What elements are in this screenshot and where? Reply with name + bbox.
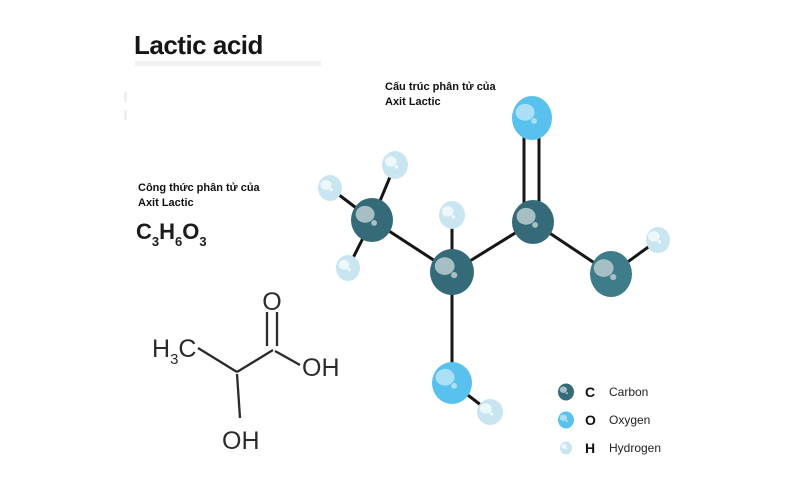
sphere-glint [451,215,456,219]
sphere-highlight [384,156,397,167]
methyl-h: H [152,335,170,363]
atom-hydrogen-4 [439,201,465,229]
atom-hydrogen-6 [477,399,503,425]
sphere-highlight [355,205,375,223]
structure-caption-line2: Axit Lactic [385,96,441,108]
atom-carbon-methyl [351,198,393,242]
carbonyl-oxygen-label: O [262,288,281,316]
sphere-highlight [435,368,455,386]
skeletal-structure: H3C O OH OH [152,288,340,455]
hydrogen-sphere-icon [557,438,577,458]
erased-text-artifact [135,61,321,66]
formula-subscript: 3 [151,234,160,250]
legend-label: Hydrogen [609,441,662,455]
edge-artifact [124,110,127,120]
carbon-sphere-icon [557,382,577,402]
atom-carbon-central [430,249,474,295]
structure-caption-line1: Cấu trúc phân tử của [385,81,496,93]
formula-element: C [136,219,152,244]
atom-hydrogen-1 [382,151,408,179]
hydroxyl-right-label: OH [302,354,340,382]
sphere-highlight [434,257,455,275]
sphere-glint [565,448,568,450]
molecule-3d-model [318,96,670,425]
formula-caption-line2: Axit Lactic [138,197,194,209]
sphere-glint [451,272,458,279]
atom-oxygen-hydroxyl-right [590,251,632,297]
atom-oxygen-hydroxyl-bottom [432,362,472,404]
sphere-glint [371,220,377,226]
formula-subscript: 6 [175,234,183,250]
methyl-label: H3C [152,335,196,368]
atom-hydrogen-2 [318,175,342,201]
skeletal-bonds [197,312,301,419]
methyl-c: C [178,335,196,363]
atom-sphere [558,411,574,429]
sphere-highlight [561,444,567,449]
oxygen-sphere-icon [557,410,577,430]
sphere-glint [347,268,351,272]
sphere-highlight [338,260,350,270]
atom-hydrogen-3 [336,255,360,281]
sphere-highlight [593,259,614,277]
formula-element: H [159,219,176,244]
sphere-highlight [441,206,454,217]
sphere-glint [610,274,617,281]
sphere-glint [532,222,538,228]
sphere-highlight [516,207,536,225]
sphere-glint [451,383,457,389]
methyl-sub: 3 [170,351,178,368]
sphere-highlight [479,403,492,414]
atom-carbon-carboxyl [512,200,554,244]
sphere-glint [329,188,333,192]
formula-subscript: 3 [199,234,207,250]
bond-c2-oh [235,373,242,419]
sphere-highlight [647,231,660,242]
sphere-glint [657,240,662,244]
sphere-highlight [320,180,332,190]
atom-hydrogen-5 [646,227,670,253]
sphere-glint [531,118,537,124]
legend-row-hydrogen: H Hydrogen [557,434,661,462]
legend-row-carbon: C Carbon [557,378,661,406]
legend-label: Carbon [609,385,649,399]
sphere-highlight [559,386,567,393]
sphere-glint [565,420,568,423]
legend-label: Oxygen [609,413,651,427]
atom-oxygen-carbonyl [512,96,552,140]
legend-symbol: C [585,384,596,400]
legend: C Carbon O Oxygen H [557,378,661,462]
bond-carboxyl-oh [274,349,301,367]
legend-symbol: H [585,440,596,456]
formula-caption: Công thức phân tử của Axit Lactic [138,181,260,211]
hydroxyl-bottom-label: OH [222,427,260,455]
sphere-highlight [515,103,535,121]
structure-caption: Cấu trúc phân tử của Axit Lactic [385,80,496,110]
page-title: Lactic acid [134,30,263,60]
sphere-glint [565,392,568,395]
bond-methyl-c2 [197,347,238,373]
legend-row-oxygen: O Oxygen [557,406,661,434]
edge-artifact [124,92,127,102]
formula-caption-line1: Công thức phân tử của [138,182,260,194]
skeletal-labels: H3C O OH OH [152,288,340,455]
bond-c2-carboxyl [236,349,274,373]
atom-sphere [558,383,574,401]
formula-element: O [182,219,200,244]
legend-symbol: O [585,412,596,428]
sphere-highlight [559,414,567,421]
sphere-glint [394,165,399,169]
molecular-formula: C3H6O3 [136,219,207,248]
sphere-glint [489,412,494,416]
